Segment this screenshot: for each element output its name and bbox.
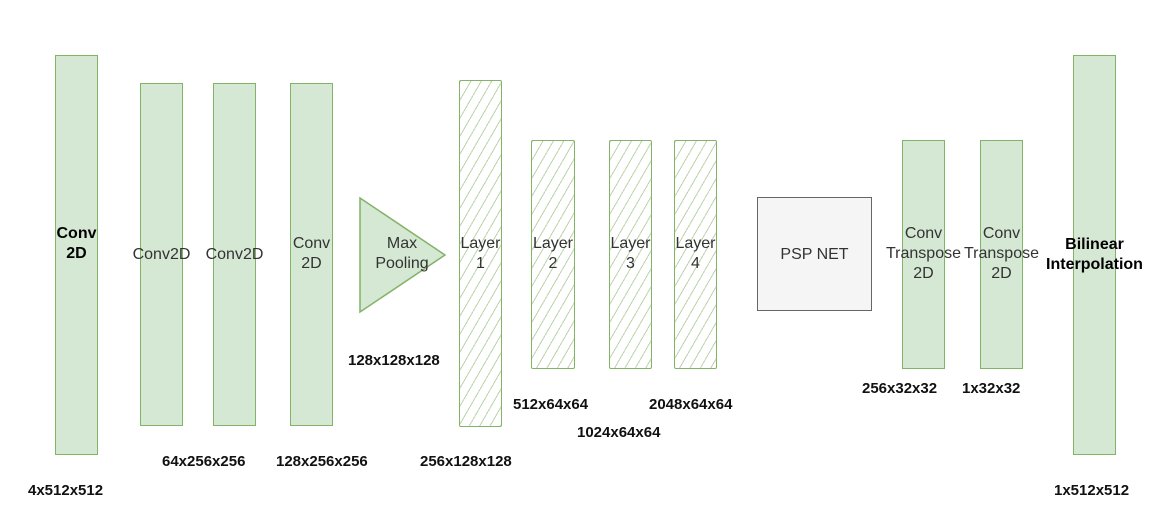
convtranspose-label-1: Conv Transpose 2D — [886, 225, 961, 282]
maxpool-dim: 128x128x128 — [348, 352, 440, 369]
conv2d-dim-3: 128x256x256 — [276, 453, 368, 470]
conv2d-block-3 — [290, 83, 333, 426]
conv2d-input-dim: 4x512x512 — [28, 482, 104, 499]
layer4-dim: 2048x64x64 — [649, 396, 733, 413]
pspnet-label: PSP NET — [780, 246, 849, 263]
convtranspose-dim-1: 256x32x32 — [862, 380, 938, 397]
layer3-label: Layer 3 — [610, 235, 651, 272]
conv2d-dim-2: 64x256x256 — [162, 453, 246, 470]
layer2-block — [531, 140, 575, 369]
layer2-dim: 512x64x64 — [513, 396, 589, 413]
convtranspose-dim-2: 1x32x32 — [962, 380, 1021, 397]
convtranspose-block-1 — [902, 140, 945, 369]
conv2d-label-2: Conv2D — [205, 246, 264, 263]
bilinear-dim: 1x512x512 — [1054, 482, 1130, 499]
layer3-block — [609, 140, 652, 369]
layer3-dim: 1024x64x64 — [577, 424, 661, 441]
maxpool-triangle — [359, 196, 447, 314]
layer1-dim: 256x128x128 — [420, 453, 512, 470]
conv2d-label-1: Conv2D — [132, 246, 191, 263]
layer2-label: Layer 2 — [532, 235, 574, 272]
conv2d-label-3: Conv 2D — [292, 235, 331, 272]
conv2d-block-2 — [213, 83, 256, 426]
maxpool-label: Max Pooling — [375, 235, 429, 272]
conv2d-input-block — [55, 55, 98, 455]
layer4-block — [674, 140, 717, 369]
bilinear-block — [1073, 55, 1116, 455]
layer1-label: Layer 1 — [460, 235, 501, 272]
layer4-label: Layer 4 — [675, 235, 716, 272]
layer1-block — [459, 80, 502, 427]
conv2d-input-label: Conv 2D — [56, 225, 97, 262]
bilinear-label: Bilinear Interpolation — [1046, 236, 1143, 273]
conv2d-block-1 — [140, 83, 183, 426]
convtranspose-label-2: Conv Transpose 2D — [964, 225, 1039, 282]
pspnet-block — [757, 197, 872, 311]
convtranspose-block-2 — [980, 140, 1023, 369]
